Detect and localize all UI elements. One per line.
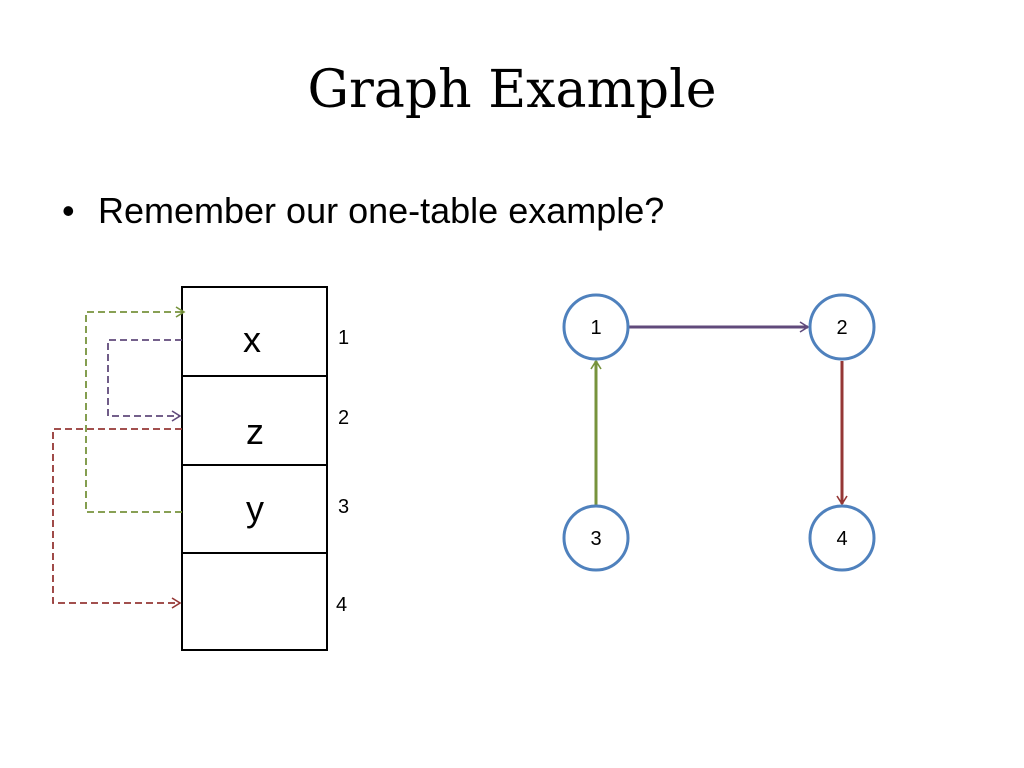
graph-edges — [590, 321, 848, 507]
graph-node-label: 2 — [836, 317, 847, 339]
slide-title: Graph Example — [307, 60, 717, 120]
graph-node-label: 4 — [836, 528, 847, 550]
graph-node-label: 1 — [590, 317, 601, 339]
graph-node-4: 4 — [808, 504, 876, 572]
graph-node-1: 1 — [562, 293, 630, 361]
table-cell-1: x — [243, 319, 261, 360]
graph-node-label: 3 — [590, 528, 601, 550]
graph-node-3: 3 — [562, 504, 630, 572]
pointer-arrow-x-to-z — [107, 339, 182, 422]
bullet-text: Remember our one-table example? — [98, 190, 665, 231]
bullet-line: • Remember our one-table example? — [62, 190, 664, 232]
bullet-marker: • — [62, 190, 75, 231]
table-index-2: 2 — [338, 407, 349, 429]
table-border — [181, 286, 328, 651]
pointer-arrow-y-to-x — [85, 306, 186, 513]
table-index-4: 4 — [336, 594, 347, 616]
table-cell-3: y — [246, 488, 264, 529]
table-cell-2: z — [246, 411, 264, 452]
graph-node-2: 2 — [808, 293, 876, 361]
table-index-1: 1 — [338, 327, 349, 349]
pointer-arrows — [52, 306, 186, 609]
table-index-3: 3 — [338, 496, 349, 518]
memory-table: x z y 1 2 3 4 — [181, 286, 349, 651]
graph-nodes: 1 2 3 4 — [562, 293, 876, 572]
pointer-arrow-z-to-4 — [52, 428, 182, 609]
